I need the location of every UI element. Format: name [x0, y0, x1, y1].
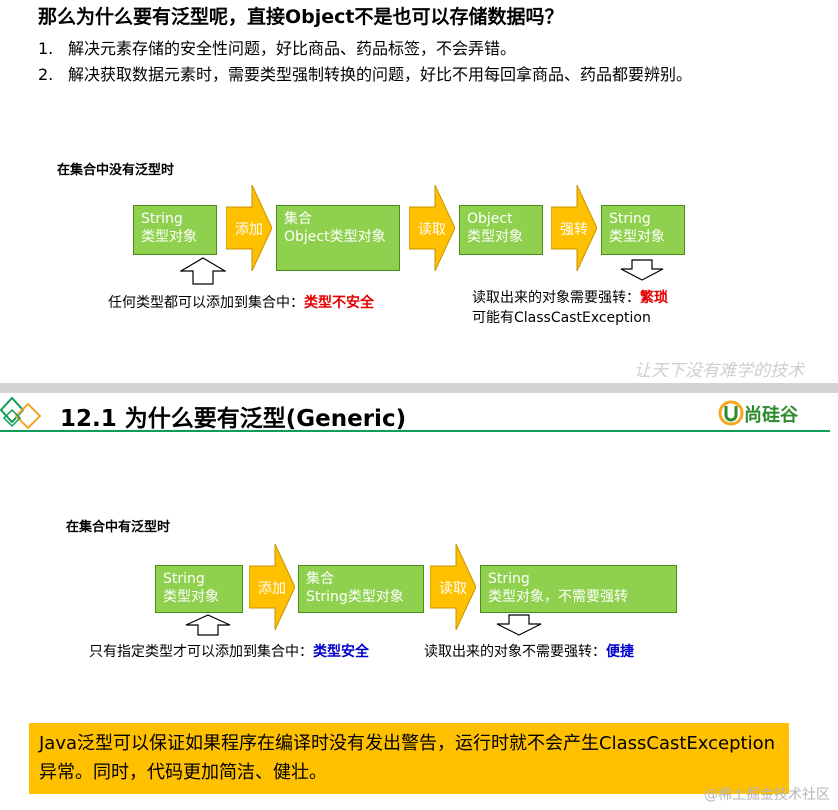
up-hollow-arrow-icon — [180, 257, 226, 285]
slide1-title: 那么为什么要有泛型呢，直接Object不是也可以存储数据吗？ — [38, 6, 564, 28]
string-object-box: String 类型对象 — [133, 205, 217, 255]
diagram-caption-with-generic: 在集合中有泛型时 — [66, 520, 171, 535]
collection-string-box: 集合 String类型对象 — [298, 565, 424, 613]
string-object-box: String 类型对象 — [601, 205, 685, 255]
brand-logo-text: 尚硅谷 — [744, 405, 798, 426]
object-object-box: Object 类型对象 — [459, 205, 543, 255]
emphasis-safe: 类型安全 — [313, 644, 369, 660]
note-no-cast: 读取出来的对象不需要强转：便捷 — [424, 642, 634, 662]
slogan-watermark: 让天下没有难学的技术 — [634, 361, 804, 381]
arrow-label: 添加 — [235, 222, 263, 238]
list-number: 2. — [38, 65, 54, 84]
title-underline — [0, 430, 830, 432]
note-exception: 可能有ClassCastException — [472, 310, 651, 326]
arrow-label: 强转 — [560, 222, 588, 238]
list-text: 解决元素存储的安全性问题，好比商品、药品标签，不会弄错。 — [68, 39, 517, 58]
reason-list: 1. 解决元素存储的安全性问题，好比商品、药品标签，不会弄错。 2. 解决获取数… — [38, 38, 798, 86]
emphasis-unsafe: 类型不安全 — [304, 295, 374, 311]
arrow-label: 添加 — [258, 581, 286, 597]
add-arrow: 添加 — [249, 544, 295, 630]
note-text: 任何类型都可以添加到集合中： — [108, 295, 304, 311]
read-arrow: 读取 — [430, 544, 476, 630]
note-text: 读取出来的对象不需要强转： — [424, 644, 606, 660]
note-cast-required: 读取出来的对象需要强转：繁琐 可能有ClassCastException — [472, 288, 668, 328]
list-number: 1. — [38, 39, 54, 58]
arrow-label: 读取 — [439, 581, 467, 597]
add-arrow: 添加 — [226, 185, 272, 271]
list-item: 1. 解决元素存储的安全性问题，好比商品、药品标签，不会弄错。 — [38, 38, 798, 60]
up-hollow-arrow-icon — [185, 614, 231, 636]
string-object-box: String 类型对象 — [155, 565, 243, 613]
slide2-title: 12.1 为什么要有泛型(Generic) — [60, 406, 407, 432]
emphasis-cumbersome: 繁琐 — [640, 290, 668, 306]
arrow-label: 读取 — [418, 222, 446, 238]
diagram-caption-no-generic: 在集合中没有泛型时 — [57, 163, 175, 178]
down-hollow-arrow-icon — [620, 259, 664, 281]
down-hollow-arrow-icon — [496, 614, 542, 636]
diamond-decoration-icon — [0, 396, 42, 430]
note-type-safe: 只有指定类型才可以添加到集合中：类型安全 — [89, 642, 369, 662]
read-arrow: 读取 — [409, 185, 455, 271]
string-result-box: String 类型对象，不需要强转 — [480, 565, 677, 613]
brand-logo-icon — [718, 400, 744, 426]
site-watermark: @稀土掘金技术社区 — [704, 787, 830, 803]
cast-arrow: 强转 — [551, 185, 597, 271]
list-item: 2. 解决获取数据元素时，需要类型强制转换的问题，好比不用每回拿商品、药品都要辨… — [38, 64, 788, 86]
summary-box: Java泛型可以保证如果程序在编译时没有发出警告，运行时就不会产生ClassCa… — [29, 723, 789, 794]
note-text: 读取出来的对象需要强转： — [472, 290, 640, 306]
slide-separator — [0, 383, 838, 393]
collection-object-box: 集合 Object类型对象 — [276, 205, 400, 271]
list-text: 解决获取数据元素时，需要类型强制转换的问题，好比不用每回拿商品、药品都要辨别。 — [68, 65, 693, 84]
emphasis-convenient: 便捷 — [606, 644, 634, 660]
note-type-unsafe: 任何类型都可以添加到集合中：类型不安全 — [108, 293, 374, 313]
note-text: 只有指定类型才可以添加到集合中： — [89, 644, 313, 660]
